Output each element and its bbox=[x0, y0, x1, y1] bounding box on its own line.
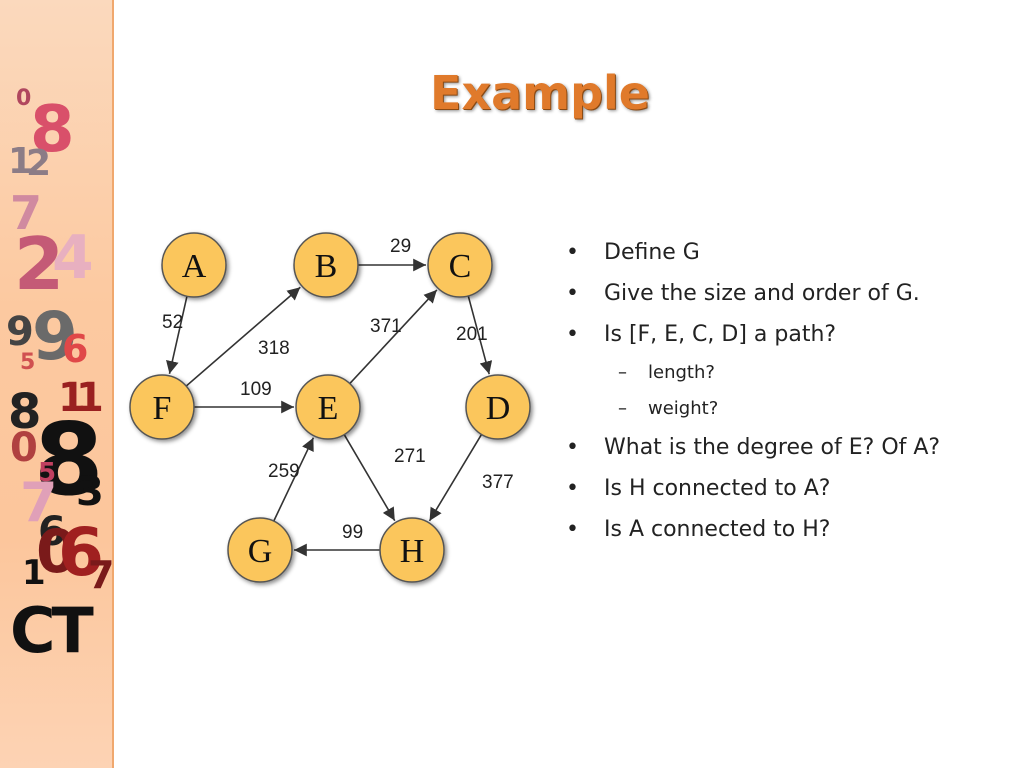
item-text: What is the degree of E? Of A? bbox=[604, 435, 941, 460]
bullet-marker: • bbox=[566, 240, 579, 265]
item-text: Is A connected to H? bbox=[604, 517, 831, 542]
bullet-marker: • bbox=[566, 435, 579, 460]
node-e: E bbox=[295, 374, 361, 440]
edge-weight-label: 271 bbox=[394, 446, 426, 467]
node-b: B bbox=[293, 232, 359, 298]
deco-digit: 8 bbox=[34, 401, 104, 518]
ct-logo: CT bbox=[10, 594, 94, 667]
node-a: A bbox=[161, 232, 227, 298]
question-list: • Define G • Give the size and order of G.… bbox=[560, 236, 1000, 554]
node-label: F bbox=[153, 390, 172, 427]
edge-a-f bbox=[166, 296, 188, 375]
edge-d-h bbox=[428, 434, 483, 522]
node-circle bbox=[379, 517, 445, 583]
node-g: G bbox=[227, 517, 293, 583]
deco-digit: 3 bbox=[76, 469, 104, 515]
deco-digit: 4 bbox=[52, 223, 94, 293]
deco-digit: 9 bbox=[32, 298, 78, 375]
edge-weight-label: 109 bbox=[240, 379, 272, 400]
item-text: Give the size and order of G. bbox=[604, 281, 920, 306]
node-circle bbox=[295, 374, 361, 440]
sub-list-item: –length? bbox=[560, 359, 1000, 395]
node-label: G bbox=[248, 533, 273, 570]
list-item: • What is the degree of E? Of A? bbox=[560, 431, 1000, 472]
deco-digit: 6 bbox=[38, 509, 66, 555]
edges-group bbox=[166, 258, 493, 557]
deco-digit: 8 bbox=[30, 93, 75, 167]
node-c: C bbox=[427, 232, 493, 298]
deco-digit: 5 bbox=[38, 458, 57, 488]
deco-digit: 6 bbox=[58, 514, 104, 591]
bullet-marker: • bbox=[566, 281, 579, 306]
node-circle bbox=[293, 232, 359, 298]
deco-digit: 1 bbox=[22, 553, 46, 593]
deco-digit: 5 bbox=[20, 350, 36, 375]
node-label: H bbox=[400, 533, 425, 570]
deco-digit: 0 bbox=[36, 517, 78, 587]
deco-digit: 7 bbox=[20, 471, 58, 534]
edge-f-b bbox=[185, 286, 301, 387]
list-item: • Is A connected to H? bbox=[560, 513, 1000, 554]
node-label: D bbox=[486, 390, 511, 427]
list-item: • Is H connected to A? bbox=[560, 472, 1000, 513]
sub-bullet-marker: – bbox=[618, 398, 627, 419]
node-circle bbox=[227, 517, 293, 583]
node-d: D bbox=[465, 374, 531, 440]
edge-g-e bbox=[273, 437, 315, 522]
node-label: B bbox=[315, 248, 338, 285]
node-circle bbox=[129, 374, 195, 440]
node-label: C bbox=[449, 248, 472, 285]
edge-e-h bbox=[343, 434, 396, 522]
edge-weights-group: 52 318 29 109 371 201 271 377 99 259 bbox=[162, 236, 514, 543]
edge-weight-label: 377 bbox=[482, 472, 514, 493]
edge-c-d bbox=[467, 295, 493, 375]
list-item: • Give the size and order of G. bbox=[560, 277, 1000, 318]
deco-digit: 0 bbox=[16, 86, 32, 111]
decorative-side-strip: 0 8 1 2 7 2 4 9 9 6 5 1 1 8 8 0 5 3 7 6 … bbox=[0, 0, 114, 768]
deco-digit: 8 bbox=[8, 384, 42, 440]
edge-weight-label: 259 bbox=[268, 461, 300, 482]
item-text: length? bbox=[648, 362, 715, 383]
item-text: Define G bbox=[604, 240, 700, 265]
node-f: F bbox=[129, 374, 195, 440]
edge-weight-label: 99 bbox=[342, 522, 363, 543]
node-circle bbox=[427, 232, 493, 298]
deco-digit: 7 bbox=[88, 553, 114, 597]
deco-digit: 1 bbox=[58, 375, 86, 421]
item-text: weight? bbox=[648, 398, 719, 419]
node-h: H bbox=[379, 517, 445, 583]
slide-title: Example bbox=[430, 66, 650, 120]
deco-digit: 2 bbox=[26, 143, 52, 184]
deco-digit: 1 bbox=[76, 375, 104, 421]
node-circle bbox=[161, 232, 227, 298]
edge-e-c bbox=[349, 289, 438, 385]
nodes-group: A B C F E D G H bbox=[129, 232, 531, 583]
list-item: • Define G bbox=[560, 236, 1000, 277]
node-circle bbox=[465, 374, 531, 440]
deco-digit: 6 bbox=[62, 327, 89, 371]
edge-weight-label: 52 bbox=[162, 312, 183, 333]
deco-digit: 0 bbox=[10, 425, 38, 471]
bullet-marker: • bbox=[566, 322, 579, 347]
bullet-marker: • bbox=[566, 476, 579, 501]
edge-weight-label: 29 bbox=[390, 236, 411, 257]
sub-list-item: –weight? bbox=[560, 395, 1000, 431]
edge-weight-label: 371 bbox=[370, 316, 402, 337]
deco-digit: 9 bbox=[6, 309, 34, 355]
deco-digit: 2 bbox=[14, 222, 65, 306]
deco-digit: 7 bbox=[10, 186, 43, 240]
deco-digit: 1 bbox=[8, 141, 34, 182]
sub-bullet-marker: – bbox=[618, 362, 627, 383]
node-label: A bbox=[182, 248, 207, 285]
node-label: E bbox=[318, 390, 339, 427]
list-item: • Is [F, E, C, D] a path? bbox=[560, 318, 1000, 359]
edge-weight-label: 201 bbox=[456, 324, 488, 345]
weighted-directed-graph: 52 318 29 109 371 201 271 377 99 259 A B C F E D G H bbox=[129, 232, 531, 583]
item-text: Is [F, E, C, D] a path? bbox=[604, 322, 837, 347]
bullet-marker: • bbox=[566, 517, 579, 542]
item-text: Is H connected to A? bbox=[604, 476, 831, 501]
edge-weight-label: 318 bbox=[258, 338, 290, 359]
